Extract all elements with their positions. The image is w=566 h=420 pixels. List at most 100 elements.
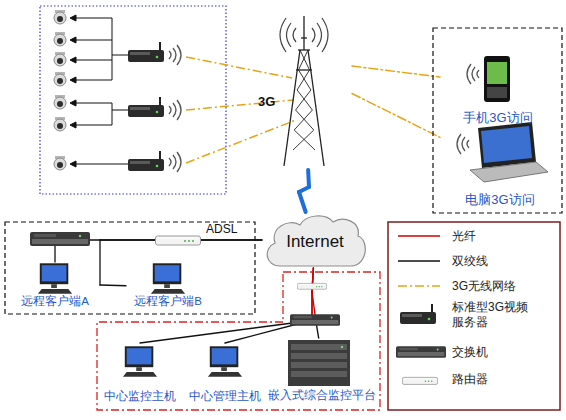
camera-area <box>40 6 226 194</box>
tower-illustration <box>293 50 314 150</box>
lightning-link <box>299 192 306 212</box>
camera-wiring <box>112 18 113 80</box>
node-label: 电脑3G访问 <box>448 192 552 208</box>
tower-illustration <box>280 18 296 52</box>
router-icon <box>402 377 437 384</box>
camera-wiring <box>72 80 112 81</box>
legend-frame <box>398 285 440 287</box>
computer-icon <box>208 346 242 376</box>
video-server-icon <box>128 97 164 117</box>
camera-wiring <box>70 15 128 167</box>
laptop-access: 电脑3G访问 <box>440 122 555 210</box>
node-label: 嵌入式综合监控平台 <box>268 389 374 403</box>
camera-icon <box>54 32 66 46</box>
mobile-access-area <box>487 62 507 84</box>
video-server-icon <box>128 151 164 171</box>
tower-illustration <box>301 37 307 38</box>
camera-wiring <box>72 40 112 41</box>
camera-wiring <box>72 164 128 165</box>
camera-wiring <box>72 60 112 61</box>
camera-wiring <box>112 103 113 125</box>
computer-icon <box>151 263 185 293</box>
camera-wiring <box>70 15 76 21</box>
central-area <box>97 272 380 410</box>
legend-text: 标准型3G视频 服务器 <box>452 300 532 330</box>
tower-illustration <box>303 16 304 50</box>
camera-wiring <box>70 77 76 83</box>
network-link <box>312 268 319 338</box>
legend-text: 3G无线网络 <box>452 279 552 294</box>
legend-text: 双绞线 <box>452 254 552 269</box>
network-link <box>140 322 300 343</box>
wireless-link <box>352 66 440 77</box>
tower-illustration <box>280 16 328 166</box>
legend-frame <box>388 222 560 410</box>
node-label: 中心管理主机 <box>186 389 264 403</box>
video-server-icon <box>400 304 436 324</box>
wireless-waves <box>169 152 181 172</box>
camera-icon <box>54 117 66 131</box>
twisted-pair-link <box>99 240 100 285</box>
mobile-access-area <box>433 28 562 213</box>
computer-icon <box>123 346 157 376</box>
legend-text: 路由器 <box>452 372 552 387</box>
mobile-access-area <box>478 122 536 168</box>
wireless-link <box>352 66 440 77</box>
switch-icon <box>396 346 446 358</box>
camera-icon <box>54 10 66 24</box>
central-area <box>97 272 380 410</box>
switch-icon <box>290 314 340 326</box>
camera-icon <box>54 52 66 66</box>
mobile-access-area <box>433 28 562 213</box>
node-label: 手机3G访问 <box>448 110 548 126</box>
camera-wiring <box>112 55 128 56</box>
video-server-icon <box>128 42 164 62</box>
tower-illustration <box>294 50 315 150</box>
wireless-waves <box>467 64 479 84</box>
twisted-pair-link <box>100 284 126 286</box>
remote-client: 远程客户端B <box>126 262 210 312</box>
remote-client: 远程客户端A <box>12 262 98 312</box>
wireless-link <box>352 94 440 138</box>
tower-node: 3G <box>256 4 352 170</box>
node-label: 3G <box>258 94 288 110</box>
rack-server-icon <box>288 340 350 386</box>
lightning-link <box>299 170 309 212</box>
camera-icon <box>54 72 66 86</box>
rack-server-icon <box>291 353 347 359</box>
wireless-link <box>186 57 292 78</box>
camera-wiring <box>72 18 112 19</box>
monitor-platform: 嵌入式综合监控平台 <box>268 338 374 405</box>
mobile-access-area <box>481 126 532 163</box>
tower-illustration <box>298 49 310 50</box>
camera-wiring <box>70 57 76 63</box>
lightning-link <box>306 170 311 187</box>
wireless-link <box>186 100 294 110</box>
legend-frame <box>398 235 440 237</box>
camera-wiring <box>72 103 112 104</box>
wireless-link <box>186 57 296 163</box>
wireless-link <box>352 94 440 138</box>
rack-server-icon <box>291 344 347 350</box>
switch-icon <box>30 232 90 246</box>
camera-icon <box>54 95 66 109</box>
tower-illustration <box>296 69 312 70</box>
rack-server-icon <box>291 371 347 377</box>
network-link <box>225 268 313 343</box>
legend-text: 光纤 <box>452 229 552 244</box>
camera-area <box>40 6 226 194</box>
link-label: ADSL <box>206 222 237 236</box>
camera-wiring <box>70 122 76 128</box>
rack-server-icon <box>288 340 350 386</box>
node-label: 远程客户端A <box>13 295 97 309</box>
remote-client-area <box>5 222 255 314</box>
remote-client-area <box>5 222 255 314</box>
rack-server-icon <box>291 362 347 368</box>
legend-frame <box>388 222 560 410</box>
camera-wiring <box>70 100 76 106</box>
computer-icon <box>38 263 72 293</box>
node-label: Internet <box>262 232 368 252</box>
camera-icon <box>54 156 66 170</box>
tower-illustration <box>312 18 328 52</box>
